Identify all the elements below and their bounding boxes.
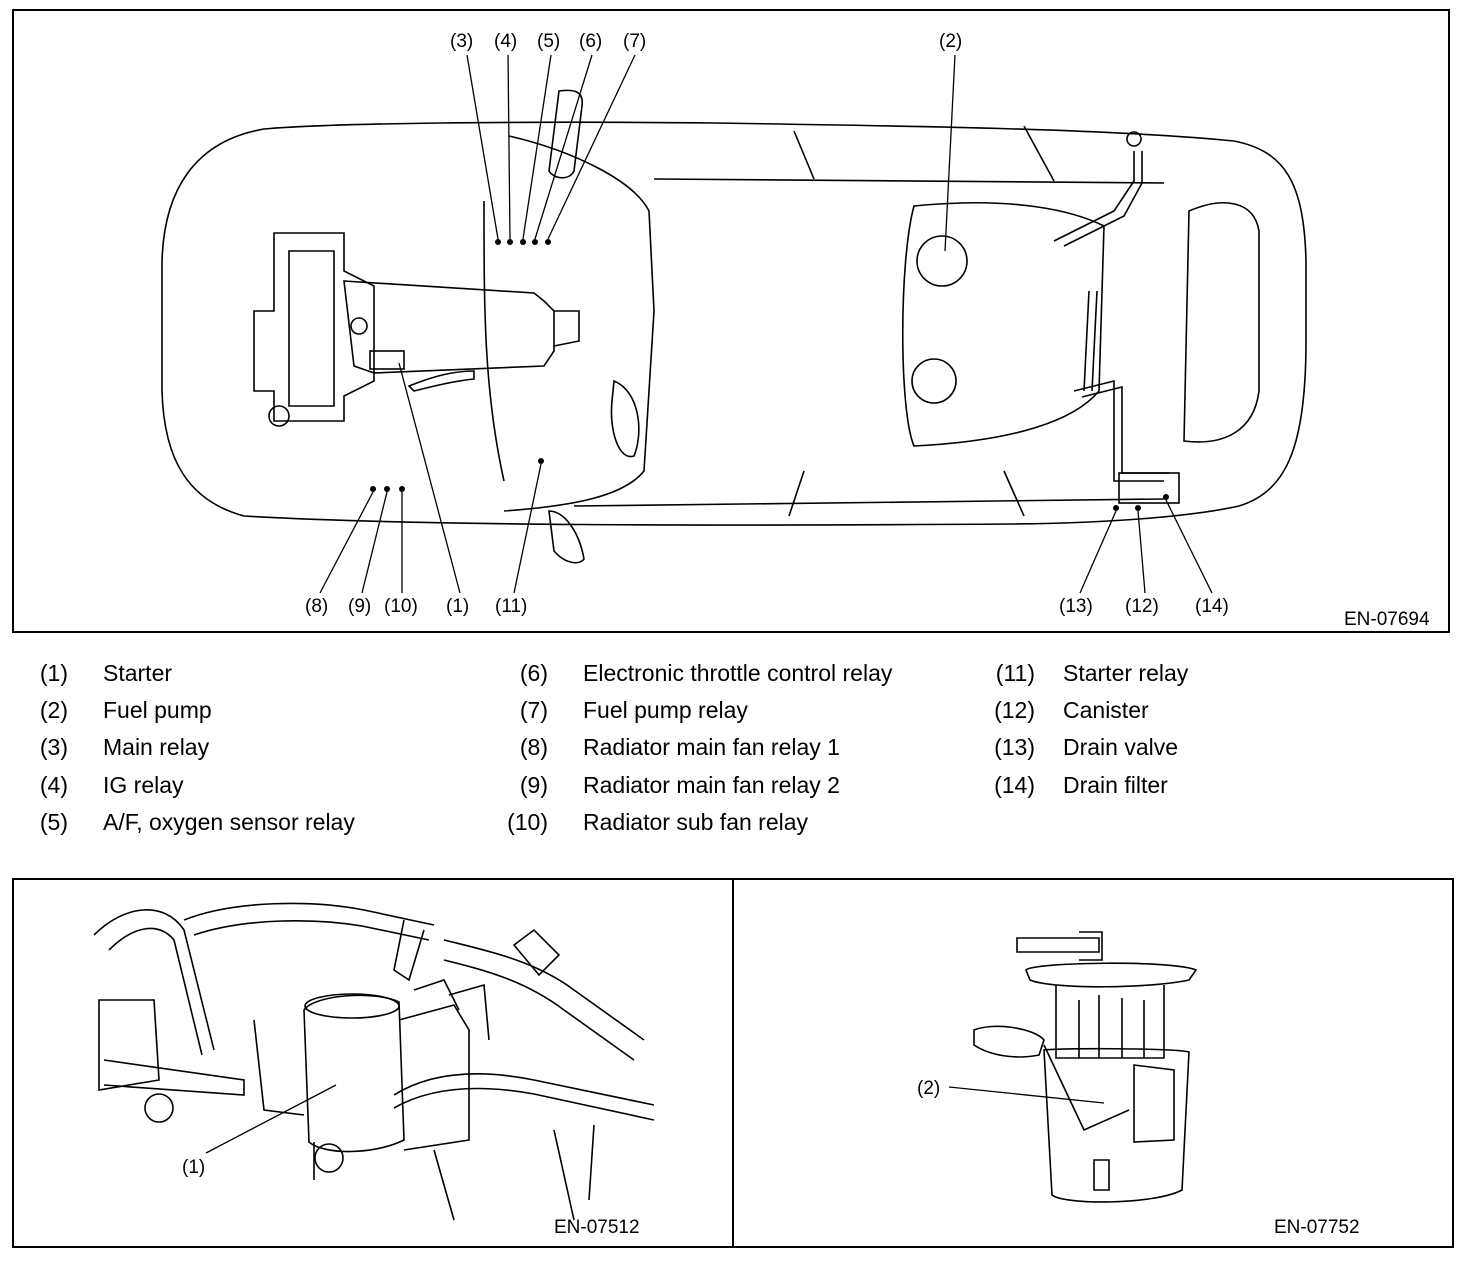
leader-lines-top xyxy=(466,54,956,252)
pump-upper-body xyxy=(1055,985,1165,1059)
pump-filter-inlet xyxy=(1093,1159,1110,1191)
transmission xyxy=(343,280,555,374)
callout-4: (4) xyxy=(494,31,517,52)
hose-clamp xyxy=(393,919,425,982)
starter-motor xyxy=(303,994,405,1153)
fuel-level-float xyxy=(973,1025,1045,1058)
figure-id-pump: EN-07752 xyxy=(1274,1217,1360,1238)
fuel-outlet-fitting xyxy=(1016,937,1100,953)
hose-left xyxy=(93,909,215,1056)
starter-drawing: (1) EN-07512 xyxy=(93,902,655,1238)
leader-pump xyxy=(948,1086,1105,1104)
mirror-right xyxy=(548,510,585,564)
callout-9: (9) xyxy=(348,596,371,617)
transmission-tail xyxy=(553,310,580,347)
frame-lines xyxy=(553,1124,595,1221)
callout-13: (13) xyxy=(1059,596,1093,617)
callout-8: (8) xyxy=(305,596,328,617)
pillar-top-b xyxy=(1023,125,1055,182)
callout-7: (7) xyxy=(623,31,646,52)
pillar-bottom-b xyxy=(1003,470,1025,517)
starter-solenoid xyxy=(398,1004,470,1151)
fuel-line-mid xyxy=(1083,290,1098,392)
harness-left xyxy=(98,999,160,1091)
door-line-top xyxy=(653,178,1165,184)
fuel-line-upper xyxy=(1053,151,1143,247)
bracket-left xyxy=(103,1059,245,1096)
starter-bolt xyxy=(314,1143,344,1173)
relay-dots xyxy=(370,239,1169,511)
hose-right xyxy=(443,939,645,1061)
fuel-tank xyxy=(901,201,1105,447)
engine-pulley xyxy=(268,405,290,427)
starter-detail-figure: (1) EN-07512 xyxy=(12,878,734,1248)
starter-connector xyxy=(413,979,490,1041)
fuel-pump-drawing: (2) EN-07752 xyxy=(917,931,1360,1238)
callout-2: (2) xyxy=(939,31,962,52)
engine-core xyxy=(288,250,335,407)
leader-lines-bottom xyxy=(319,362,1213,594)
bolt-left xyxy=(144,1093,174,1123)
figure-id-starter: EN-07512 xyxy=(554,1217,640,1238)
fuel-pump-bottom xyxy=(911,358,957,404)
pump-guide-rods xyxy=(1078,995,1145,1058)
callout-pump: (2) xyxy=(917,1078,940,1099)
fuel-pump-detail-figure: (2) EN-07752 xyxy=(732,878,1454,1248)
filler-cap xyxy=(1126,131,1142,147)
starter-body xyxy=(369,350,405,370)
float-wire xyxy=(1043,1044,1130,1132)
vehicle-layout-figure: (3) (4) (5) (6) (7) (2) (8) (9) (10) (1)… xyxy=(12,9,1450,633)
callout-starter: (1) xyxy=(182,1157,205,1178)
rear-window xyxy=(1183,202,1260,443)
vehicle-outline-drawing: (3) (4) (5) (6) (7) (2) (8) (9) (10) (1)… xyxy=(161,31,1430,630)
leader-starter xyxy=(205,1084,337,1154)
cowl-line xyxy=(483,200,505,482)
starter-motor-end xyxy=(304,993,400,1019)
fuel-pump-top xyxy=(916,235,968,287)
figure-id-main: EN-07694 xyxy=(1344,609,1430,630)
starter-mount xyxy=(313,1142,455,1221)
legend: (1) Starter (2) Fuel pump (3) Main relay… xyxy=(39,660,1189,835)
callout-11: (11) xyxy=(495,596,527,617)
fuel-line-lower xyxy=(1073,379,1169,482)
callout-5: (5) xyxy=(537,31,560,52)
callout-1: (1) xyxy=(446,596,469,617)
firewall-line xyxy=(503,135,655,512)
car-body xyxy=(161,121,1307,526)
callout-14: (14) xyxy=(1195,596,1229,617)
engine-flange xyxy=(253,1019,305,1116)
hose-top xyxy=(183,902,435,941)
callout-3: (3) xyxy=(450,31,473,52)
pillar-top-a xyxy=(793,130,815,180)
engine-block xyxy=(253,232,375,422)
door-line-bottom xyxy=(573,498,1165,507)
front-wheel xyxy=(610,379,640,458)
pillar-bottom-a xyxy=(788,470,805,517)
pump-sender-unit xyxy=(1133,1064,1175,1143)
starter-cable xyxy=(393,1072,655,1121)
pump-flange xyxy=(1025,962,1198,988)
starter-cable xyxy=(407,370,475,392)
canister-assembly xyxy=(1118,472,1180,504)
mirror-left xyxy=(548,89,584,179)
fuel-fitting-elbow xyxy=(1079,931,1103,961)
callout-12: (12) xyxy=(1125,596,1159,617)
hose-clamp-2 xyxy=(512,928,561,977)
shift-knob xyxy=(350,317,368,335)
pump-reservoir xyxy=(1043,1047,1190,1203)
callout-10: (10) xyxy=(384,596,418,617)
callout-6: (6) xyxy=(579,31,602,52)
